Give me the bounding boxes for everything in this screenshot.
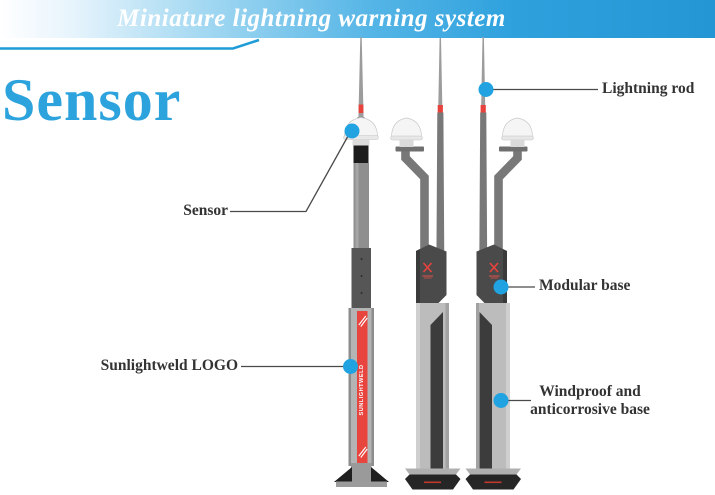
marker-dot-sensor: [344, 123, 360, 139]
lightning-rod-1: [358, 37, 364, 118]
callout-sunlightweld-logo: Sunlightweld LOGO: [100, 357, 238, 374]
brand-x-logo: [422, 262, 433, 279]
marker-dots: [343, 82, 509, 408]
modular-base-3: [476, 244, 507, 311]
module-edge-2: [416, 249, 420, 306]
marker-dot-modular-base: [493, 279, 509, 295]
sensor-arm-3: [494, 151, 522, 258]
sensor-dome-2: [391, 117, 422, 137]
dome-neck-3: [510, 140, 525, 147]
brand-mark-bottom: [358, 446, 368, 458]
arm-plate-3: [499, 146, 528, 152]
foot-slab-3: [465, 468, 521, 475]
pole-front-view: SUNLIGHTWELD: [334, 37, 389, 487]
mid-section-1: [351, 248, 371, 308]
modular-base-2: [416, 244, 447, 311]
base-shade-3: [476, 303, 479, 469]
rivet: [360, 258, 363, 260]
pole-highlight-1: [355, 163, 359, 248]
lightning-rod-2: [438, 38, 443, 105]
callout-sensor: Sensor: [183, 202, 228, 219]
pole-front-arm-view: [390, 38, 461, 490]
base-highlight-2: [416, 303, 420, 469]
mast-2: [436, 112, 445, 262]
dome-flange-2: [390, 135, 423, 141]
banner-title: Miniature lightning warning system: [117, 5, 506, 32]
pole-side-view: [465, 37, 534, 490]
brand-stripe: [357, 311, 368, 463]
marker-dot-windproof: [493, 393, 509, 408]
foot-wing-left-1: [334, 467, 352, 482]
lower-pole-edge: [371, 308, 374, 466]
brand-mark-top: [358, 315, 368, 327]
module-edge-3: [503, 249, 507, 306]
foot-wing-right-1: [371, 467, 389, 482]
pole-brand-text: SUNLIGHTWELD: [359, 364, 365, 415]
rivet: [360, 275, 363, 277]
banner: Miniature lightning warning system: [0, 0, 715, 38]
base-highlight-3: [506, 303, 510, 469]
base-stripe-2: [430, 312, 443, 469]
sensor-arm-2: [401, 151, 429, 258]
base-shade-2: [445, 303, 449, 469]
leader-sensor: [230, 132, 351, 213]
dome-neck-2: [399, 140, 414, 147]
mast-3: [479, 112, 488, 262]
callout-windproof-line1: Windproof and: [539, 383, 641, 400]
callout-lightning-rod: Lightning rod: [602, 80, 695, 97]
rivet: [360, 292, 363, 294]
title-underline: [0, 38, 260, 50]
base-stripe-3: [479, 312, 492, 469]
page-title: Sensor: [2, 67, 182, 133]
marker-dot-logo: [343, 359, 358, 374]
rod-red-band-2: [437, 105, 443, 113]
arm-plate-2: [395, 146, 424, 152]
marker-dot-lightning-rod: [478, 82, 494, 97]
dome-neck-1: [352, 139, 370, 146]
foot-red-accent-2: [424, 481, 441, 484]
foot-slab-2: [405, 468, 461, 475]
black-band-1: [353, 145, 369, 163]
rod-red-band-3: [480, 105, 486, 113]
rod-red-band-1: [358, 104, 364, 113]
callout-modular-base: Modular base: [539, 277, 631, 294]
foot-plate-1: [336, 481, 387, 487]
foot-column-1: [351, 463, 372, 487]
sensor-dome-3: [502, 117, 533, 137]
callout-windproof-base: Windproof and anticorrosive base: [519, 383, 661, 420]
foot-red-accent-3: [484, 481, 502, 484]
lower-pole-edge: [348, 308, 351, 466]
brand-x-logo: [489, 262, 500, 279]
callout-windproof-line2: anticorrosive base: [530, 401, 650, 419]
dome-flange-3: [501, 135, 534, 141]
